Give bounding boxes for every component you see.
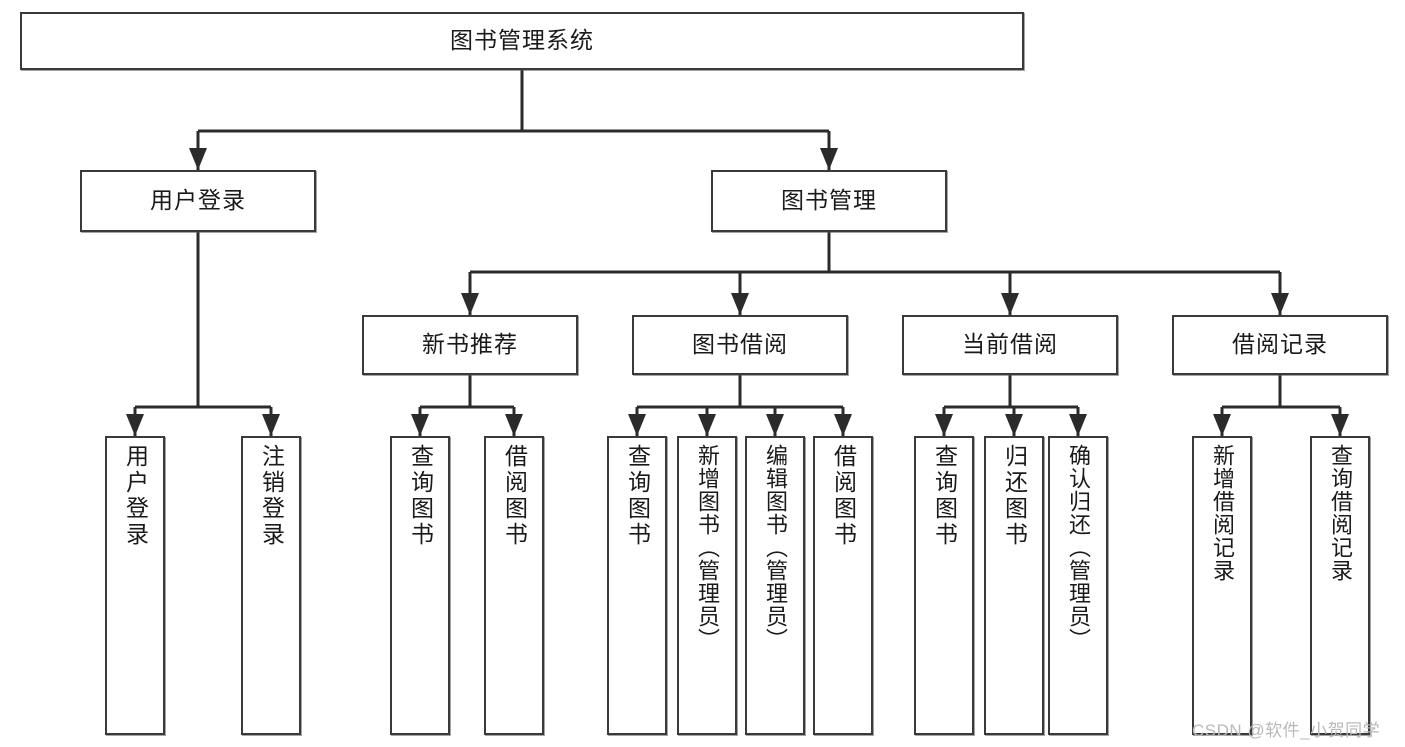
node-records[interactable]: 借阅记录	[1172, 315, 1388, 375]
arrowhead-leaf6	[698, 414, 716, 436]
node-leaf13[interactable]: 查询借阅记录	[1310, 436, 1370, 735]
node-leaf3[interactable]: 查询图书	[390, 436, 450, 735]
node-label-bookmgmt: 图书管理	[781, 187, 877, 214]
node-label-records: 借阅记录	[1232, 331, 1328, 358]
node-label-borrow: 图书借阅	[692, 331, 788, 358]
node-leaf8[interactable]: 借阅图书	[813, 436, 873, 735]
node-leaf1[interactable]: 用户登录	[105, 436, 165, 735]
node-label-leaf5: 查询图书	[624, 444, 651, 548]
arrowhead-leaf7	[766, 414, 784, 436]
node-bookmgmt[interactable]: 图书管理	[711, 170, 947, 232]
arrowhead-leaf10	[1005, 414, 1023, 436]
arrowhead-newbook	[461, 293, 479, 315]
node-label-leaf3: 查询图书	[407, 444, 434, 548]
node-current[interactable]: 当前借阅	[902, 315, 1118, 375]
arrowhead-records	[1271, 293, 1289, 315]
arrowhead-leaf4	[505, 414, 523, 436]
node-label-leaf2: 注销登录	[258, 444, 285, 548]
arrowhead-leaf12	[1213, 414, 1231, 436]
node-leaf5[interactable]: 查询图书	[607, 436, 667, 735]
node-label-leaf6: 新增图书（管理员）	[695, 444, 720, 651]
arrowhead-bookmgmt	[820, 148, 838, 170]
arrowhead-leaf8	[834, 414, 852, 436]
arrowhead-leaf2	[262, 414, 280, 436]
node-newbook[interactable]: 新书推荐	[362, 315, 578, 375]
arrowhead-leaf11	[1069, 414, 1087, 436]
node-root[interactable]: 图书管理系统	[20, 12, 1024, 70]
arrowhead-leaf13	[1331, 414, 1349, 436]
arrowhead-leaf9	[935, 414, 953, 436]
arrowhead-current	[1001, 293, 1019, 315]
node-label-leaf7: 编辑图书（管理员）	[763, 444, 788, 651]
arrowhead-leaf5	[628, 414, 646, 436]
arrowhead-leaf3	[411, 414, 429, 436]
node-leaf12[interactable]: 新增借阅记录	[1192, 436, 1252, 735]
node-label-leaf4: 借阅图书	[501, 444, 528, 548]
node-login[interactable]: 用户登录	[80, 170, 316, 232]
arrowhead-login	[189, 148, 207, 170]
node-leaf7[interactable]: 编辑图书（管理员）	[745, 436, 805, 735]
node-label-leaf8: 借阅图书	[830, 444, 857, 548]
arrowhead-borrow	[731, 293, 749, 315]
node-leaf4[interactable]: 借阅图书	[484, 436, 544, 735]
node-leaf2[interactable]: 注销登录	[241, 436, 301, 735]
node-label-newbook: 新书推荐	[422, 331, 518, 358]
arrowhead-leaf1	[126, 414, 144, 436]
node-label-login: 用户登录	[150, 187, 246, 214]
node-leaf6[interactable]: 新增图书（管理员）	[677, 436, 737, 735]
node-label-leaf1: 用户登录	[122, 444, 149, 548]
node-borrow[interactable]: 图书借阅	[632, 315, 848, 375]
node-label-leaf12: 新增借阅记录	[1210, 444, 1235, 582]
csdn-watermark: CSDN @软件_小贺同学	[1192, 721, 1381, 740]
node-label-leaf10: 归还图书	[1001, 444, 1028, 548]
node-label-leaf11: 确认归还（管理员）	[1066, 444, 1091, 651]
node-label-leaf13: 查询借阅记录	[1328, 444, 1353, 582]
node-leaf11[interactable]: 确认归还（管理员）	[1048, 436, 1108, 735]
node-leaf10[interactable]: 归还图书	[984, 436, 1044, 735]
node-label-current: 当前借阅	[962, 331, 1058, 358]
node-label-leaf9: 查询图书	[931, 444, 958, 548]
node-leaf9[interactable]: 查询图书	[914, 436, 974, 735]
node-label-root: 图书管理系统	[450, 27, 594, 54]
